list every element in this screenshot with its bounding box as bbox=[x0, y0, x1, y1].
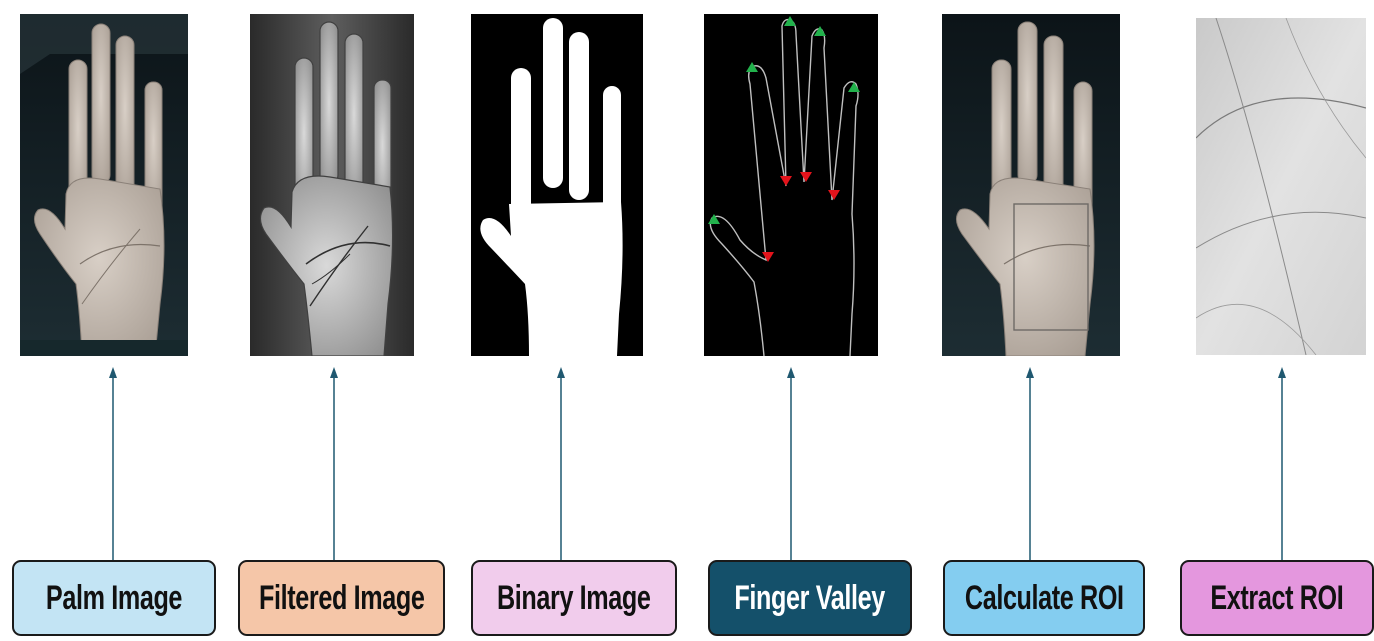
calculate-roi-photo bbox=[942, 14, 1120, 356]
step-label-palm-image: Palm Image bbox=[46, 579, 182, 618]
arrow-finger-valley bbox=[787, 367, 795, 560]
step-label-filtered-image: Filtered Image bbox=[259, 579, 424, 618]
step-binary-image: Binary Image bbox=[471, 560, 677, 636]
arrow-palm bbox=[109, 367, 117, 560]
palm-image-photo bbox=[20, 14, 188, 356]
arrow-calculate-roi bbox=[1026, 367, 1034, 560]
arrow-binary bbox=[557, 367, 565, 560]
step-label-extract-roi: Extract ROI bbox=[1211, 579, 1344, 618]
step-filtered-image: Filtered Image bbox=[238, 560, 445, 636]
arrow-extract-roi bbox=[1278, 367, 1286, 560]
step-label-calculate-roi: Calculate ROI bbox=[965, 579, 1124, 618]
step-palm-image: Palm Image bbox=[12, 560, 216, 636]
step-extract-roi: Extract ROI bbox=[1180, 560, 1374, 636]
finger-valley-contour bbox=[704, 14, 878, 356]
binary-image-mask bbox=[471, 14, 643, 356]
step-label-binary-image: Binary Image bbox=[497, 579, 651, 618]
step-finger-valley: Finger Valley bbox=[708, 560, 912, 636]
filtered-image-photo bbox=[250, 14, 414, 356]
step-label-finger-valley: Finger Valley bbox=[735, 579, 885, 618]
step-calculate-roi: Calculate ROI bbox=[943, 560, 1145, 636]
extract-roi-crop bbox=[1196, 18, 1366, 355]
arrow-filtered bbox=[330, 367, 338, 560]
